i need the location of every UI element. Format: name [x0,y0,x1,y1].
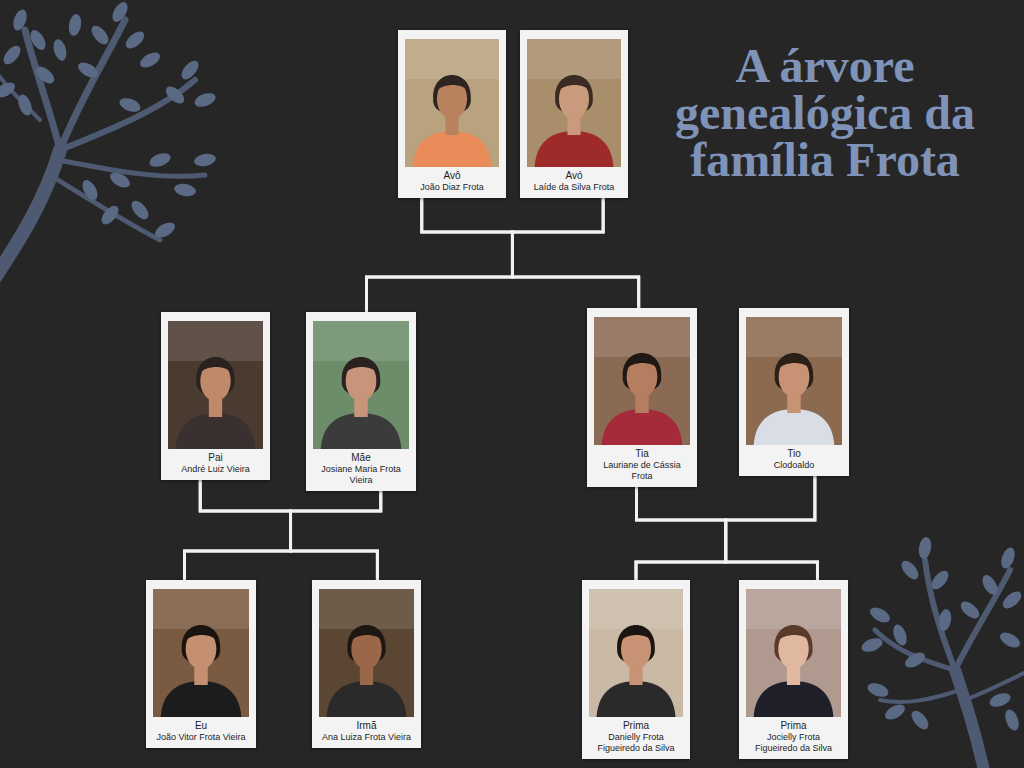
relation-label: Eu [153,720,249,732]
relation-label: Tia [594,448,690,460]
person-name: João Vitor Frota Vieira [153,732,249,743]
photo-card: AvóLaíde da Silva Frota [520,30,628,198]
family-connector [200,480,377,580]
family-connector [291,491,381,580]
person-name: Laíde da Silva Frota [527,182,621,193]
photo-card: IrmãAna Luiza Frota Vieira [312,580,421,748]
tree-bottom-right [875,560,1024,768]
photo [153,589,249,717]
photo [594,317,690,445]
photo [313,321,409,449]
photo-frame [405,39,499,167]
title: A árvore genealógica da família Frota [675,42,975,183]
photo-card: EuJoão Vitor Frota Vieira [146,580,256,748]
relation-label: Avô [405,170,499,182]
photo-frame [746,589,841,717]
family-connector [422,198,639,308]
photo-frame [168,321,263,449]
photo-frame [594,317,690,445]
photo-card: PaiAndré Luiz Vieira [161,312,270,480]
person-name: Lauriane de Cássia Frota [594,460,690,482]
photo [589,589,683,717]
photo-frame [589,589,683,717]
photo-card: MãeJosiane Maria Frota Vieira [306,312,416,491]
person-name: André Luiz Vieira [168,464,263,475]
relation-label: Prima [589,720,683,732]
photo-card: PrimaJocielly Frota Figueiredo da Silva [739,580,848,759]
relation-label: Irmã [319,720,414,732]
photo [746,589,841,717]
relation-label: Mãe [313,452,409,464]
photo [527,39,621,167]
photo-card: TiaLauriane de Cássia Frota [587,308,697,487]
relation-label: Pai [168,452,263,464]
relation-label: Prima [746,720,841,732]
person-name: Jocielly Frota Figueiredo da Silva [746,732,841,754]
family-connector [367,198,513,312]
family-connector [185,491,381,580]
person-name: Clodoaldo [746,460,842,471]
photo-frame [153,589,249,717]
photo [405,39,499,167]
photo-frame [746,317,842,445]
family-connector [636,487,726,580]
person-name: Josiane Maria Frota Vieira [313,464,409,486]
relation-label: Avó [527,170,621,182]
tree-top-left-leaves [0,0,217,241]
photo-card: PrimaDanielly Frota Figueiredo da Silva [582,580,690,759]
photo-frame [313,321,409,449]
photo-frame [319,589,414,717]
family-connector [512,198,638,308]
photo [319,589,414,717]
photo-frame [527,39,621,167]
person-name: João Diaz Frota [405,182,499,193]
family-connector [726,476,818,580]
family-connector [367,198,604,312]
relation-label: Tio [746,448,842,460]
person-name: Danielly Frota Figueiredo da Silva [589,732,683,754]
photo [168,321,263,449]
photo-card: TioClodoaldo [739,308,849,476]
photo-card: AvôJoão Diaz Frota [398,30,506,198]
person-name: Ana Luiza Frota Vieira [319,732,414,743]
photo [746,317,842,445]
tree-top-left [0,20,205,285]
tree-bottom-right-leaves [860,536,1024,732]
